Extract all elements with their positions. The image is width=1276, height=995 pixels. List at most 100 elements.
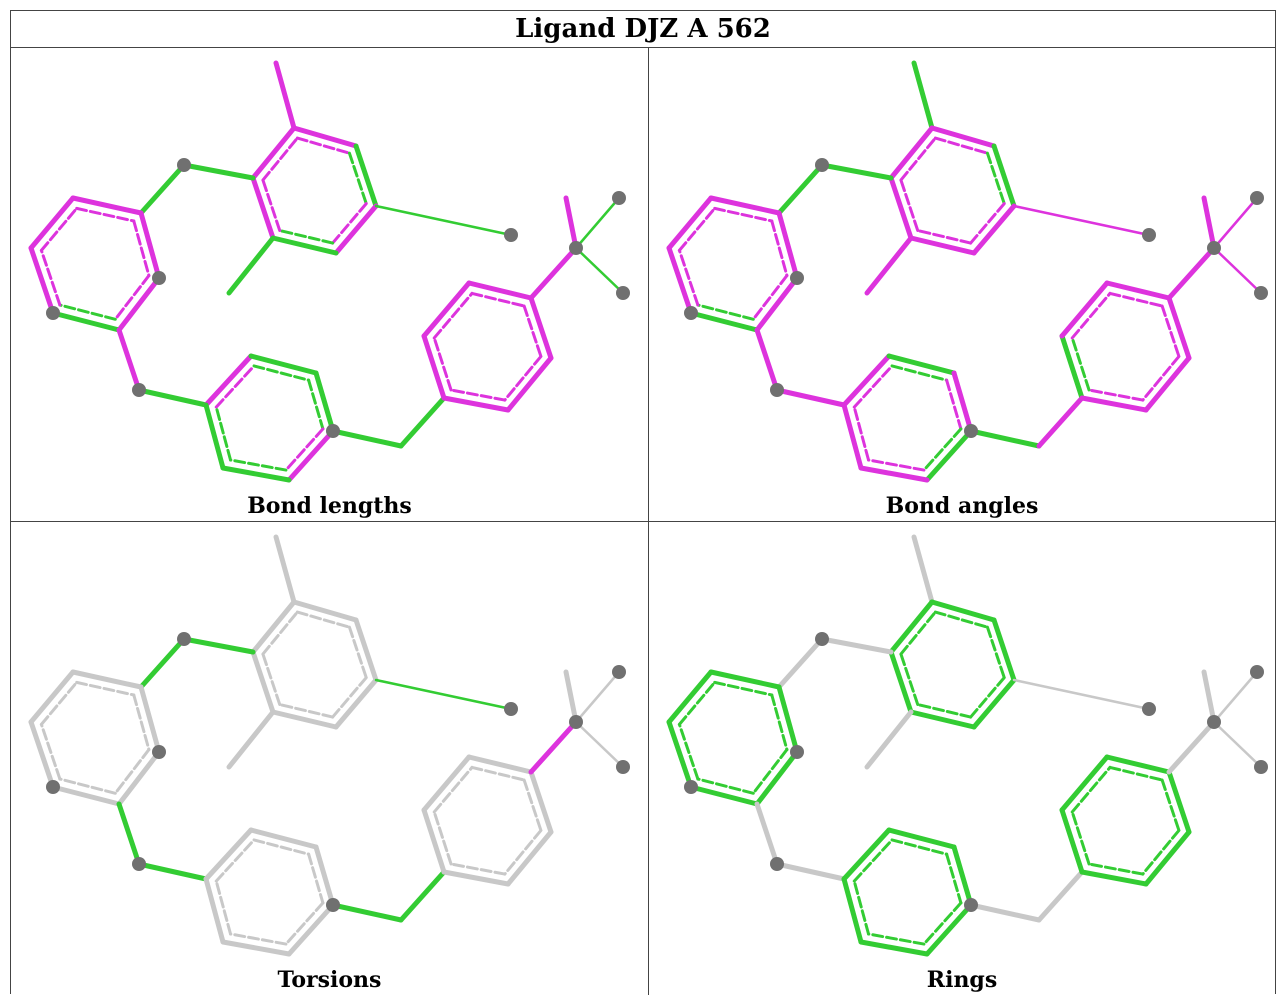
atom-s1 — [815, 632, 829, 646]
atom-x1 — [1142, 702, 1156, 716]
aromatic-bond-c1-c2 — [132, 693, 151, 752]
bond-e6-e1 — [1079, 395, 1149, 413]
aromatic-bond-b4-b5 — [916, 228, 973, 245]
bond-b5-b6 — [250, 175, 276, 241]
bond-b6-s1 — [181, 162, 256, 181]
aromatic-bond-b2-b3 — [347, 151, 368, 206]
aromatic-bond-d3-d4 — [307, 378, 325, 431]
bond-b5-m2 — [226, 709, 276, 770]
bond-d4-d5 — [286, 902, 336, 957]
aromatic-bond-b3-b4 — [331, 202, 368, 245]
aromatic-bond-b6-b1 — [899, 136, 937, 182]
aromatic-bond-e3-e4 — [1108, 765, 1164, 782]
bond-c4-c5 — [666, 245, 694, 316]
aromatic-bond-d1-d2 — [214, 838, 256, 883]
bond-c4-c5 — [28, 245, 56, 316]
bond-e5-e6 — [1143, 829, 1192, 887]
bond-s2-d1 — [136, 861, 209, 882]
bond-d4-d5 — [924, 902, 974, 957]
aromatic-bond-b5-b6 — [899, 652, 920, 706]
bond-c3-c4 — [688, 310, 760, 333]
atom-s1 — [815, 158, 829, 172]
aromatic-bond-d2-d3 — [890, 838, 949, 856]
bond-e4-cq — [528, 245, 579, 301]
bond-b4-b5 — [270, 709, 339, 730]
atom-c4 — [46, 306, 60, 320]
bond-cq-f3 — [1212, 246, 1263, 295]
bond-c6-c1 — [70, 669, 144, 690]
aromatic-bond-c6-c1 — [75, 206, 136, 223]
bond-b4-b5 — [908, 235, 977, 256]
aromatic-bond-c2-c3 — [751, 274, 789, 321]
aromatic-bond-c3-c4 — [696, 777, 755, 795]
molecule-rings — [666, 534, 1268, 957]
aromatic-bond-e2-e3 — [432, 291, 474, 340]
aromatic-bond-d6-d1 — [214, 405, 233, 462]
aromatic-bond-b1-b2 — [933, 610, 989, 629]
bond-d3-d4 — [313, 370, 336, 434]
atom-f2 — [1250, 665, 1264, 679]
bond-b6-s1 — [181, 636, 256, 655]
bond-c3-c4 — [688, 784, 760, 807]
panel-bond-angles: Bond angles — [649, 48, 1275, 522]
bond-d4-d5 — [286, 428, 336, 483]
aromatic-bond-c5-c6 — [677, 680, 717, 726]
aromatic-bond-c5-c6 — [39, 680, 79, 726]
atom-cq — [569, 715, 583, 729]
molecule-bond-angles — [666, 60, 1268, 483]
bond-e2-e3 — [1059, 280, 1110, 339]
aromatic-bond-e6-e1 — [449, 862, 507, 876]
bond-d2-d3 — [248, 353, 319, 376]
bond-s1-c1 — [138, 162, 187, 216]
bond-s1-c1 — [138, 636, 187, 690]
bond-c1-c2 — [776, 684, 800, 755]
bond-c6-c1 — [708, 669, 782, 690]
aromatic-bond-b1-b2 — [295, 136, 351, 155]
aromatic-bond-c4-c5 — [677, 722, 700, 781]
bond-b3-x1 — [1012, 204, 1151, 237]
aromatic-bond-e3-e4 — [470, 291, 526, 308]
bond-d1-d2 — [841, 353, 892, 408]
bond-c2-c3 — [116, 275, 162, 333]
bond-d3-d4 — [951, 370, 974, 434]
aromatic-bond-d5-d6 — [867, 932, 926, 946]
aromatic-bond-b4-b5 — [278, 228, 335, 245]
aromatic-bond-d3-d4 — [945, 378, 963, 431]
bond-d5-d6 — [858, 465, 930, 483]
bond-b6-s1 — [819, 162, 894, 181]
bond-s1-c1 — [776, 162, 825, 216]
panel-rings: Rings — [649, 522, 1275, 995]
atom-s2 — [770, 383, 784, 397]
aromatic-bond-e4-e5 — [1160, 304, 1181, 358]
atom-f2 — [612, 191, 626, 205]
aromatic-bond-e1-e2 — [432, 336, 453, 392]
aromatic-bond-d3-d4 — [945, 852, 963, 905]
bond-b5-m2 — [226, 235, 276, 296]
atom-x1 — [504, 702, 518, 716]
bond-d4-ch — [330, 902, 404, 923]
aromatic-bond-c4-c5 — [677, 248, 700, 307]
caption-rings: Rings — [926, 967, 998, 993]
bond-c4-c5 — [28, 719, 56, 790]
aromatic-bond-d1-d2 — [852, 364, 894, 409]
atom-c2 — [790, 745, 804, 759]
aromatic-bond-e5-e6 — [1141, 828, 1181, 876]
bond-e4-cq — [528, 719, 579, 775]
bond-d1-d2 — [203, 827, 254, 882]
bond-b2-b3 — [353, 617, 379, 683]
bond-e4-cq — [1166, 719, 1217, 775]
aromatic-bond-c3-c4 — [696, 303, 755, 321]
bond-c6-c1 — [70, 195, 144, 216]
aromatic-bond-c6-c1 — [75, 680, 136, 697]
atom-c4 — [684, 306, 698, 320]
aromatic-bond-b3-b4 — [969, 676, 1006, 719]
caption-bond-lengths: Bond lengths — [247, 493, 412, 519]
aromatic-bond-b2-b3 — [985, 625, 1006, 680]
bond-c3-c4 — [50, 784, 122, 807]
bond-d4-ch — [968, 902, 1042, 923]
bond-cq-f2 — [1212, 670, 1259, 724]
bond-c3-s2 — [116, 327, 142, 393]
bond-e2-e3 — [421, 754, 472, 813]
bond-e5-e6 — [505, 829, 554, 887]
aromatic-bond-c4-c5 — [39, 248, 62, 307]
